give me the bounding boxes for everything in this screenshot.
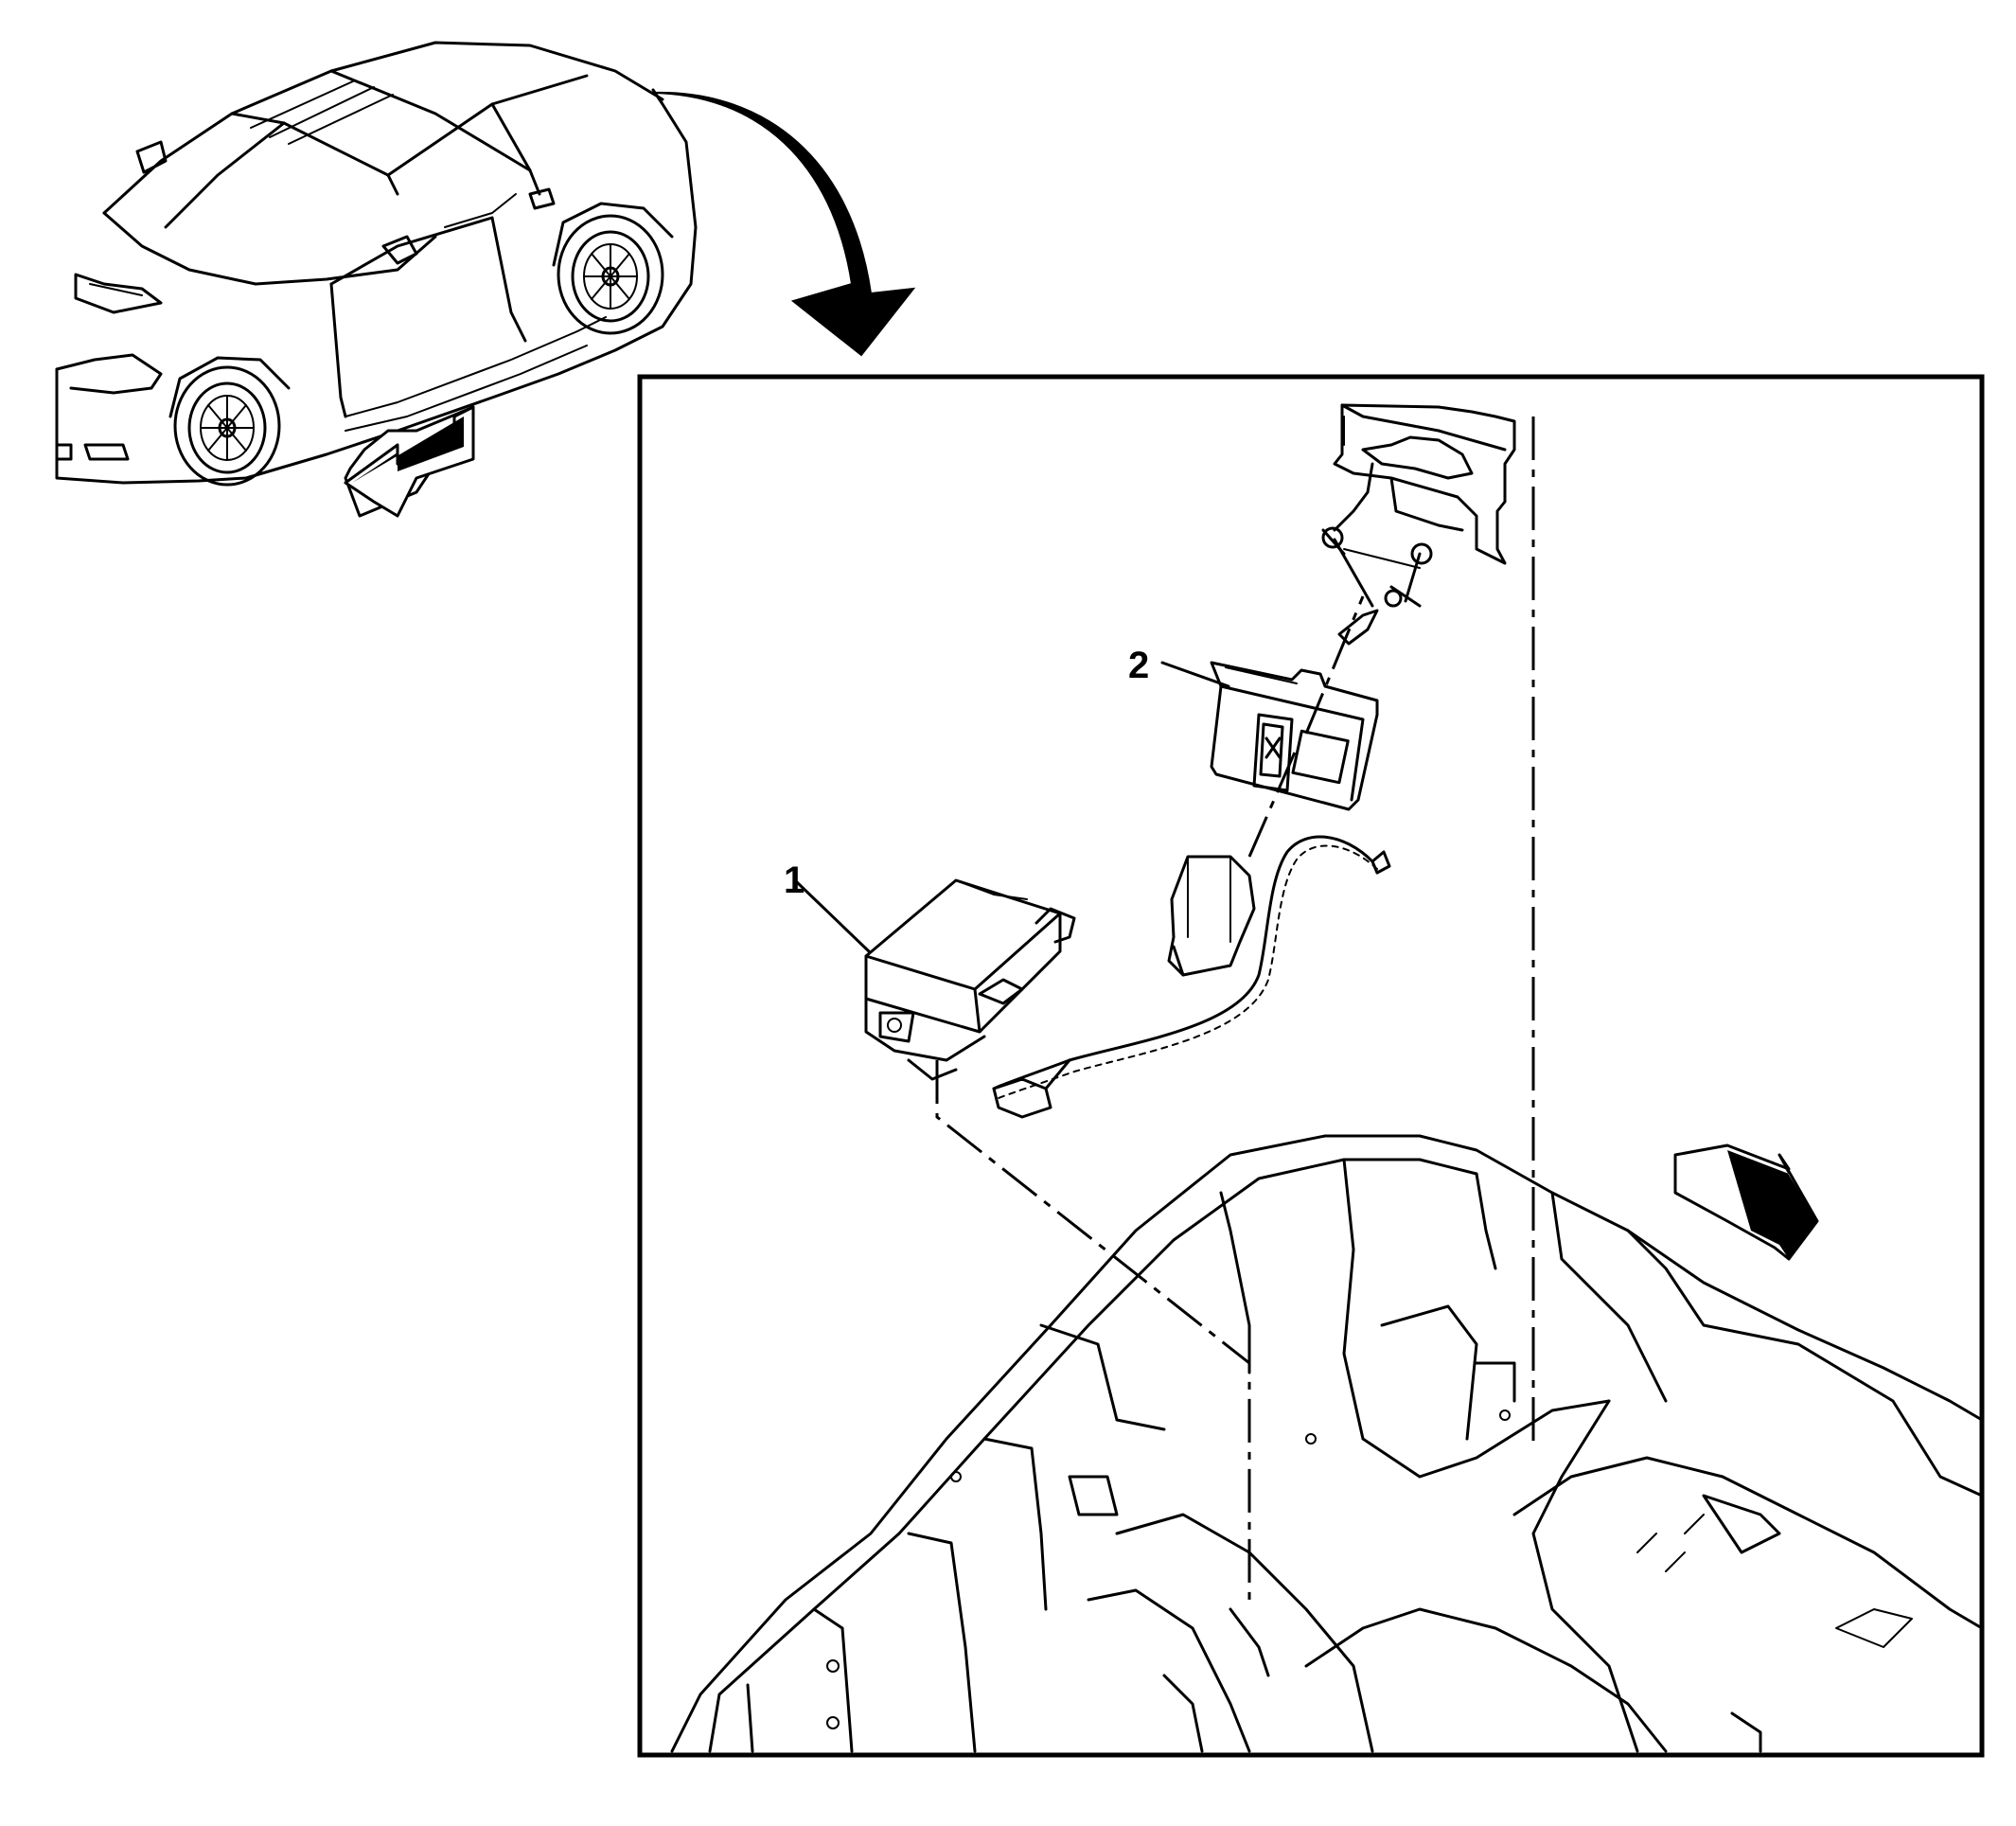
front-direction-arrow-icon xyxy=(1673,1143,1819,1261)
callout-1-leader xyxy=(795,880,871,953)
alignment-line xyxy=(1304,595,1365,735)
module-component-1 xyxy=(864,878,1076,1081)
callout-1-label: 1 xyxy=(784,860,805,901)
alignment-line xyxy=(1247,747,1299,858)
detail-frame xyxy=(637,374,1985,1758)
location-arrow-icon xyxy=(652,91,916,357)
vehicle-overview-icon xyxy=(55,41,698,518)
front-direction-arrow-icon xyxy=(344,405,475,518)
alignment-line xyxy=(935,1060,1251,1600)
floor-pan xyxy=(670,1134,1984,1753)
connector-harness xyxy=(992,835,1391,1119)
mounting-bracket xyxy=(1321,403,1516,646)
callout-2-label: 2 xyxy=(1128,645,1150,686)
callout-2-leader xyxy=(1160,661,1230,688)
module-component-2 xyxy=(1210,661,1379,811)
